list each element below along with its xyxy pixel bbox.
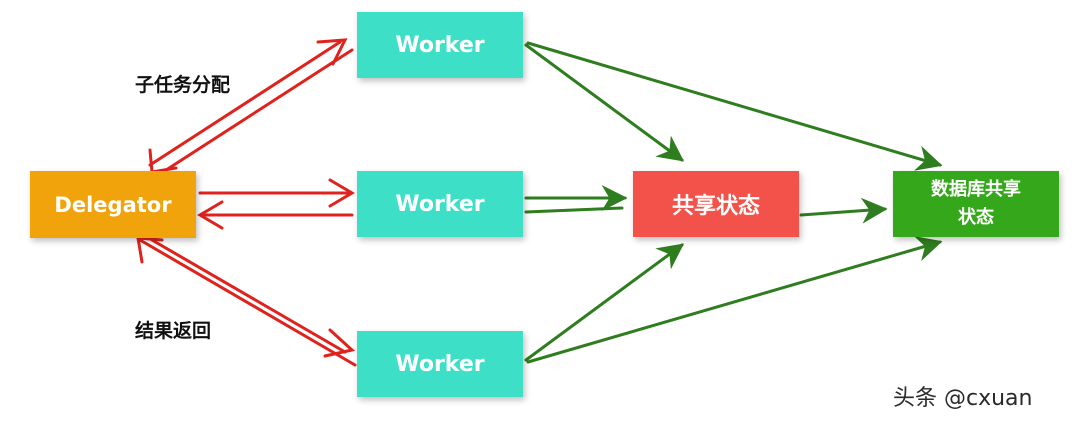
arrow-worker-bottom-to-delegator — [138, 238, 357, 367]
db-node-line2: 状态 — [958, 207, 994, 228]
arrowhead-worker-bottom — [323, 328, 356, 358]
arrow-worker-middle-to-shared-b — [524, 206, 624, 214]
arrowhead-delegator-middle — [197, 200, 224, 230]
arrow-delegator-to-worker-bottom — [150, 238, 347, 354]
arrow-worker-top-to-delegator — [161, 48, 354, 174]
arrowhead-delegator-bottom — [136, 236, 164, 264]
worker-node-bottom: Worker — [357, 331, 523, 397]
arrow-worker-top-to-shared — [524, 43, 685, 162]
worker-node-middle: Worker — [357, 171, 523, 237]
subtask-assign-label: 子任务分配 — [135, 74, 231, 96]
shared-state-node: 共享状态 — [633, 171, 799, 237]
watermark: 头条 @cxuan — [893, 386, 1033, 411]
arrow-shared-to-db — [799, 197, 888, 224]
result-return-label: 结果返回 — [135, 320, 212, 342]
arrow-worker-bottom-to-shared — [524, 243, 685, 362]
arrow-worker-bottom-to-db — [526, 236, 943, 364]
arrowhead-worker-top — [316, 38, 348, 66]
delegator-node: Delegator — [30, 171, 196, 238]
db-shared-state-node: 数据库共享 状态 — [893, 171, 1059, 237]
arrow-worker-top-to-db — [526, 41, 943, 171]
db-node-line1: 数据库共享 — [931, 179, 1021, 200]
assign-return-arrows — [136, 38, 357, 367]
arrow-delegator-to-worker-top — [148, 40, 342, 167]
arrowhead-worker-middle — [328, 178, 355, 208]
state-arrows — [524, 41, 943, 364]
worker-node-top: Worker — [357, 12, 523, 78]
